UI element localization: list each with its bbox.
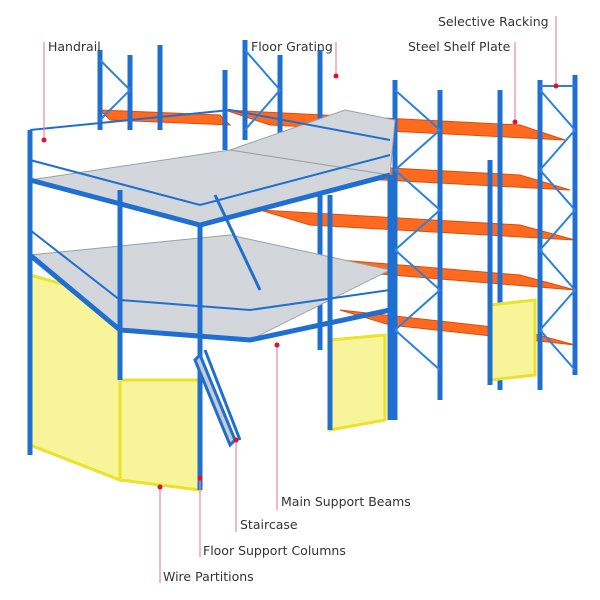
staircase <box>193 194 262 448</box>
label-main-support-beams: Main Support Beams <box>281 494 411 509</box>
label-steel-shelf-plate: Steel Shelf Plate <box>408 39 511 54</box>
label-handrail: Handrail <box>48 39 101 54</box>
label-floor-grating: Floor Grating <box>251 39 333 54</box>
handrail <box>29 108 391 312</box>
label-selective-racking: Selective Racking <box>438 14 549 29</box>
leader-lines <box>43 16 557 583</box>
leader-dots <box>41 73 559 490</box>
selective-racking <box>97 40 578 420</box>
label-floor-support-columns: Floor Support Columns <box>203 543 346 558</box>
label-staircase: Staircase <box>240 517 298 532</box>
main-support-beams <box>27 130 493 490</box>
label-wire-partitions: Wire Partitions <box>163 569 254 584</box>
